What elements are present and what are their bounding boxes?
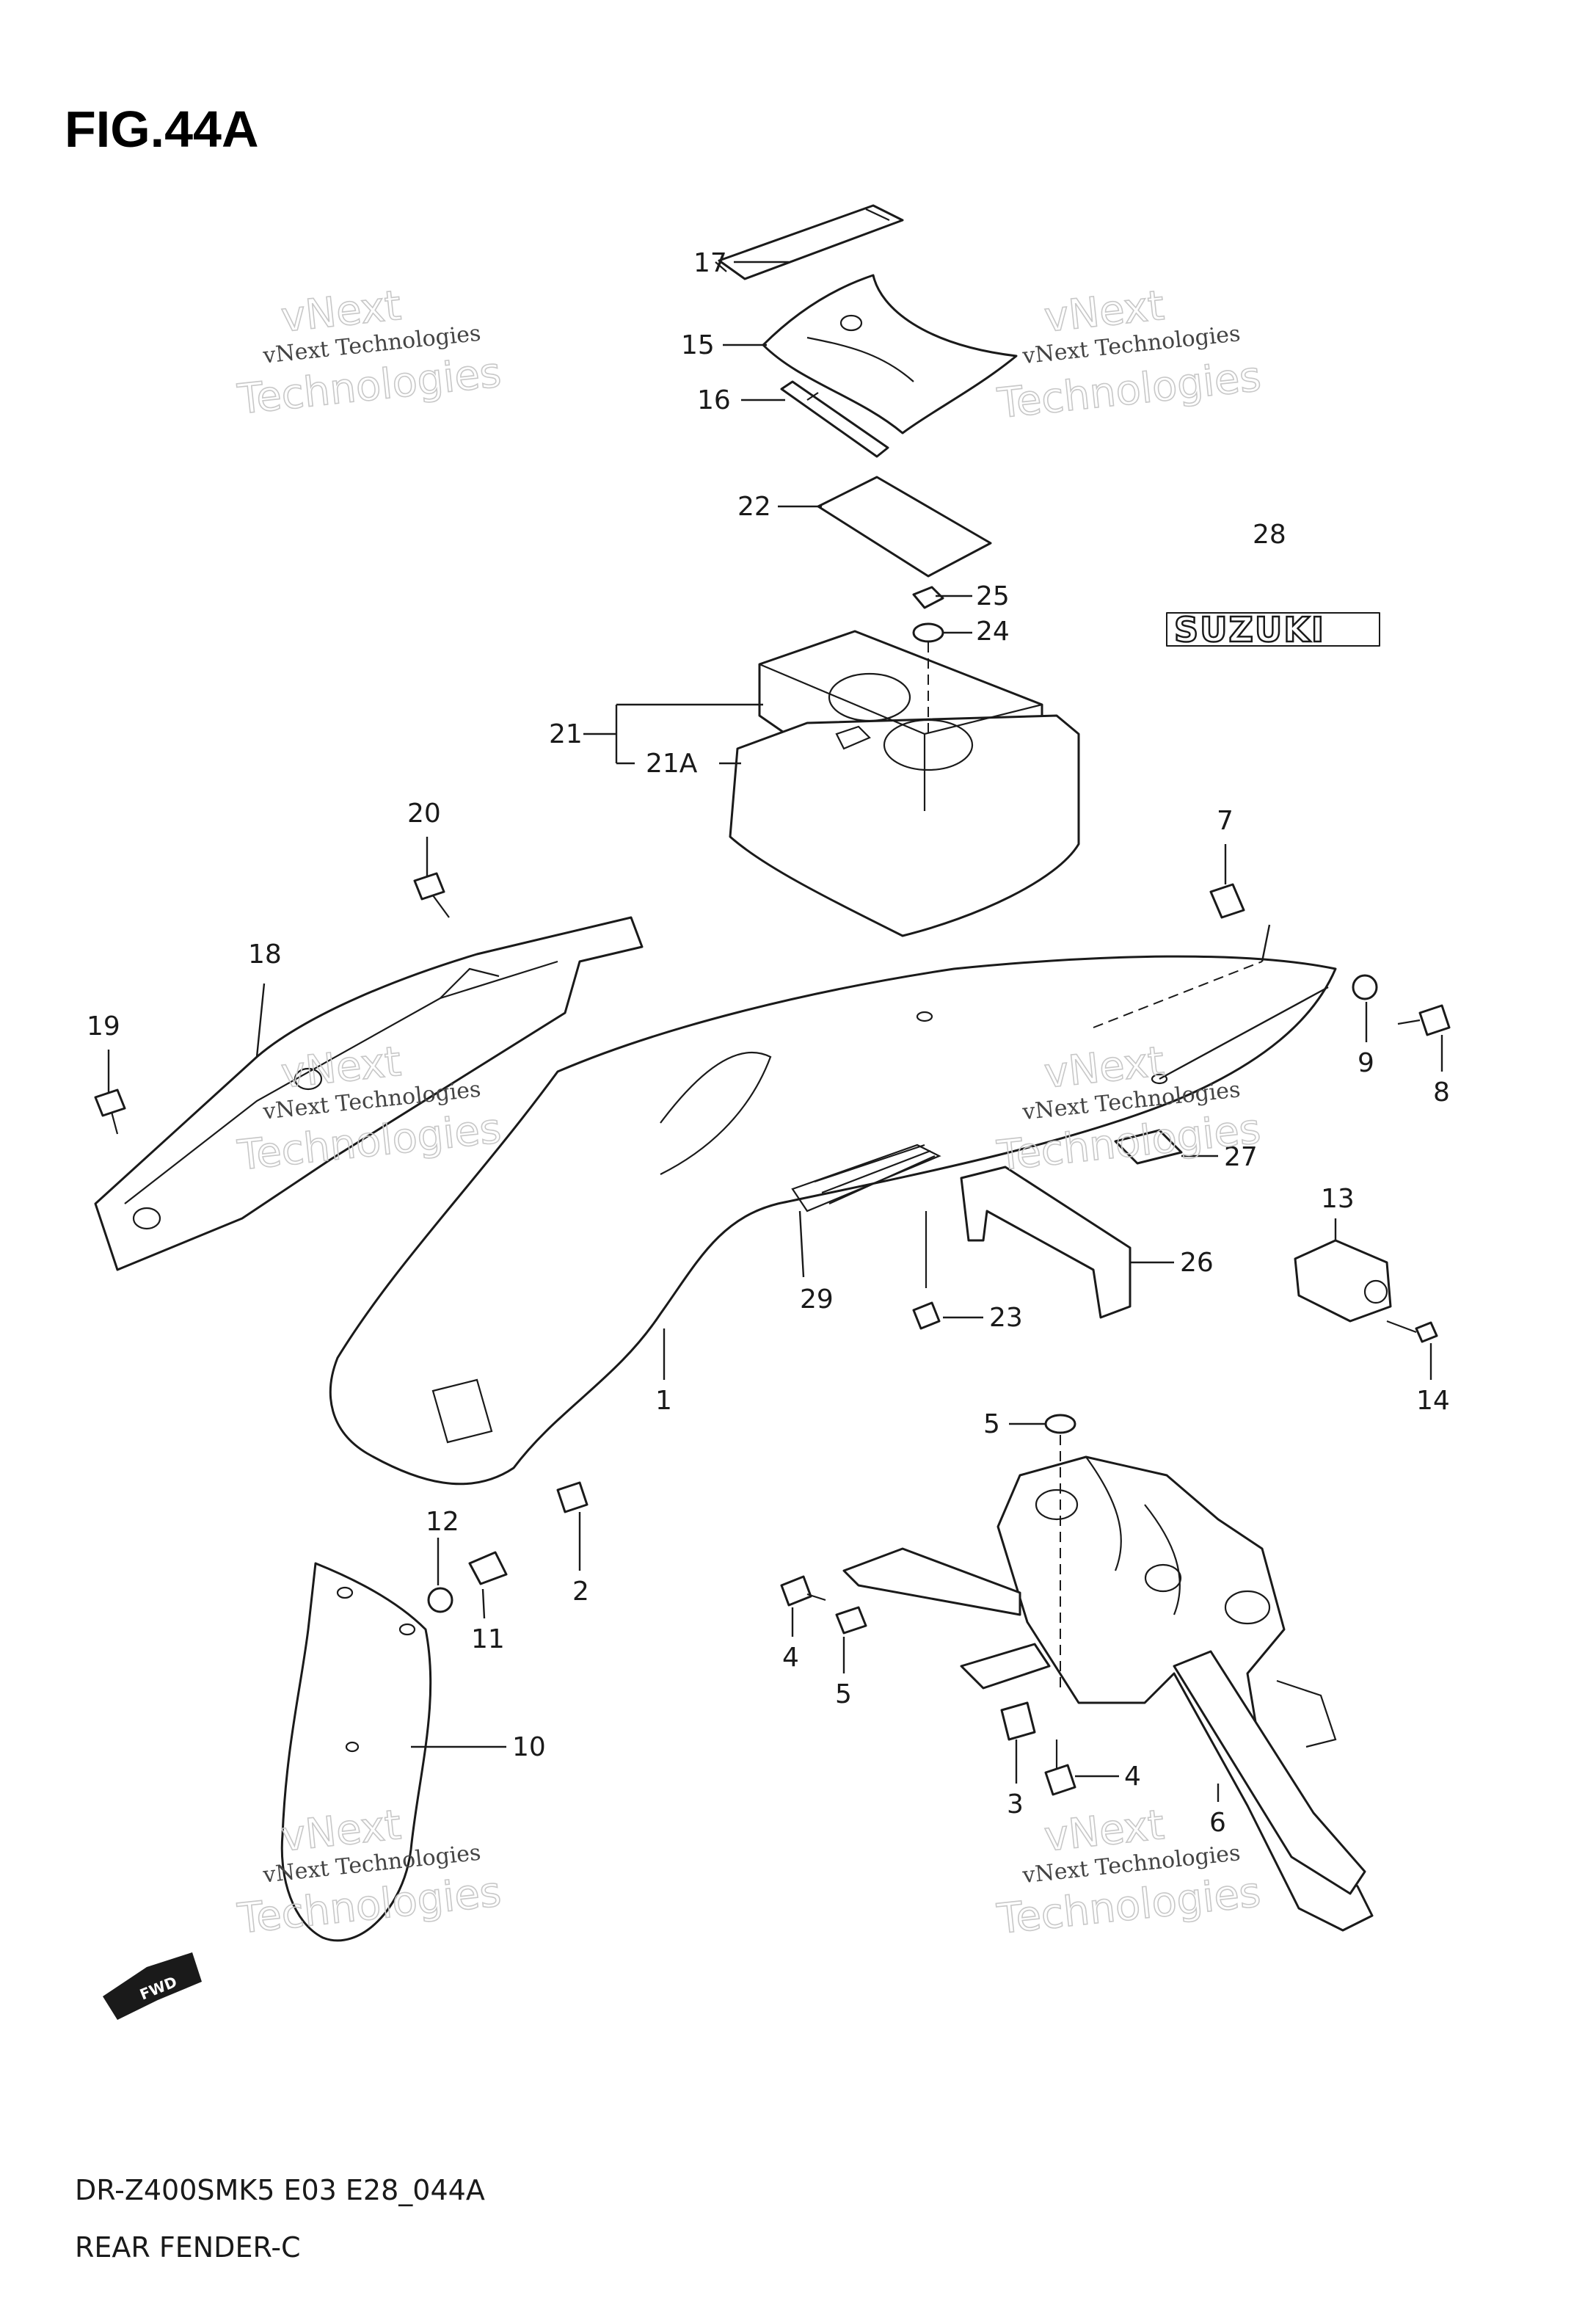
part-19-bolt[interactable]	[94, 1088, 126, 1135]
callout-27: 27	[1224, 1142, 1258, 1172]
part-26-grab-handle[interactable]	[960, 1166, 1132, 1319]
part-28-suzuki-emblem[interactable]: SUZUKI	[1166, 609, 1380, 650]
watermark-bottom-left: vNext Technologies vNext Technologies	[235, 1800, 504, 1944]
callout-17: 17	[693, 248, 727, 278]
part-4-bolt-left[interactable]	[780, 1575, 826, 1607]
part-23-bolt[interactable]	[912, 1211, 941, 1330]
callout-22: 22	[737, 492, 771, 522]
callout-29: 29	[800, 1284, 834, 1315]
callout-4-lower: 4	[1124, 1762, 1141, 1792]
callout-6: 6	[1209, 1808, 1226, 1838]
callout-24: 24	[976, 617, 1010, 647]
part-5-nut-lower[interactable]	[835, 1606, 867, 1635]
part-18-side-cover[interactable]	[94, 916, 644, 1271]
part-1-rear-fender[interactable]	[329, 924, 1337, 1486]
watermark-top-right: vNext Technologies vNext Technologies	[994, 281, 1264, 429]
part-16-tool[interactable]	[780, 380, 889, 458]
model-code: DR-Z400SMK5 E03 E28_044A	[75, 2174, 485, 2206]
part-7-clip[interactable]	[1209, 883, 1245, 919]
part-20-bolt[interactable]	[413, 872, 450, 918]
part-5-washer-upper[interactable]	[1044, 1414, 1076, 1434]
callout-15: 15	[681, 330, 715, 360]
callout-7: 7	[1217, 806, 1234, 836]
part-27-pad[interactable]	[1114, 1129, 1183, 1165]
callout-3: 3	[1007, 1789, 1024, 1820]
callout-23: 23	[989, 1303, 1023, 1333]
callout-labels: 17 15 16 22 28 25 24 21 21A 20 7 18 19 9…	[87, 248, 1450, 1838]
callout-5-upper: 5	[983, 1409, 1000, 1439]
callout-16: 16	[697, 385, 731, 415]
part-13-reflector-bracket[interactable]	[1294, 1239, 1392, 1323]
callout-10: 10	[512, 1732, 546, 1762]
callout-4-left: 4	[782, 1643, 799, 1673]
part-2-bolt[interactable]	[556, 1481, 589, 1513]
part-8-bolt[interactable]	[1397, 1004, 1451, 1036]
part-24-washer[interactable]	[912, 622, 944, 643]
callout-9: 9	[1358, 1048, 1374, 1078]
callout-19: 19	[87, 1011, 120, 1042]
callout-21A: 21A	[646, 749, 698, 779]
callout-8: 8	[1433, 1077, 1450, 1108]
part-6-license-bracket[interactable]	[996, 1435, 1374, 1932]
callout-26: 26	[1180, 1248, 1214, 1278]
callout-2: 2	[572, 1577, 589, 1607]
suzuki-emblem-text: SUZUKI	[1174, 610, 1325, 650]
callout-13: 13	[1321, 1184, 1355, 1214]
callout-11: 11	[471, 1624, 505, 1654]
part-12-washer[interactable]	[427, 1587, 453, 1613]
part-10-mud-flap[interactable]	[280, 1562, 432, 1942]
part-22-sheet[interactable]	[817, 476, 992, 578]
callout-28: 28	[1253, 520, 1286, 550]
callout-1: 1	[655, 1386, 672, 1416]
part-11-bolt[interactable]	[468, 1551, 508, 1585]
callout-14: 14	[1416, 1386, 1450, 1416]
callout-18: 18	[248, 939, 282, 970]
part-3-bracket[interactable]	[842, 1547, 1051, 1741]
figure-title: FIG.44A	[65, 101, 259, 158]
forward-arrow-icon: FWD	[103, 1952, 202, 2020]
callout-21: 21	[549, 719, 583, 749]
part-14-screw[interactable]	[1386, 1320, 1438, 1343]
part-4-bolt-lower[interactable]	[1044, 1740, 1076, 1796]
watermark-top-left: vNext Technologies vNext Technologies	[235, 281, 504, 424]
callout-12: 12	[426, 1507, 459, 1537]
part-17-strap[interactable]	[715, 204, 904, 280]
callout-5-lower: 5	[835, 1679, 852, 1709]
section-name: REAR FENDER-C	[75, 2231, 301, 2264]
callout-20: 20	[407, 799, 441, 829]
part-21-tray[interactable]	[729, 630, 1080, 937]
leader-lines	[107, 261, 1443, 1802]
part-9-washer[interactable]	[1352, 974, 1378, 1000]
callout-25: 25	[976, 581, 1010, 611]
part-15-tool-bag[interactable]	[762, 274, 1018, 435]
part-25-nut[interactable]	[912, 586, 944, 609]
